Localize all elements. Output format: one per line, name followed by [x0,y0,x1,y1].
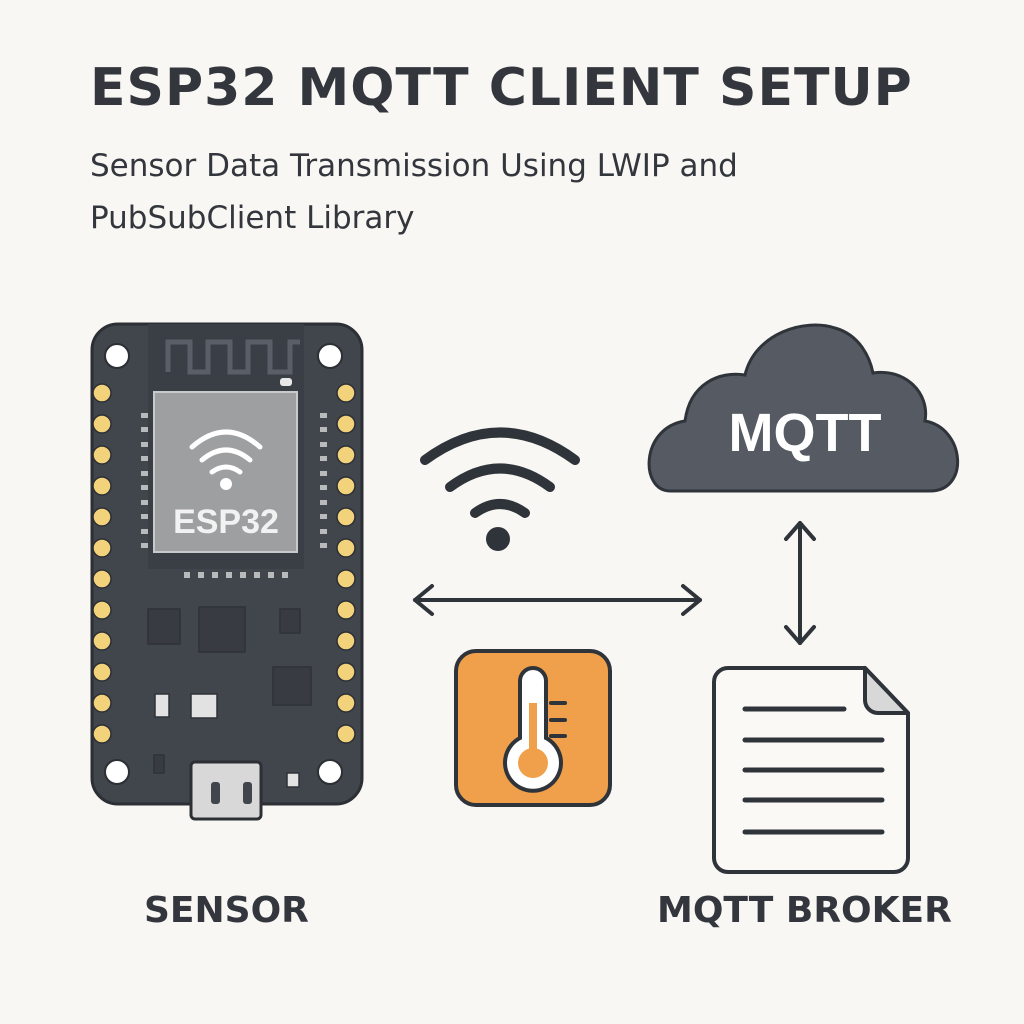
mqtt-cloud: MQTT [647,323,959,493]
wifi-icon [420,427,580,551]
page-subtitle: Sensor Data Transmission Using LWIP and … [90,148,738,236]
sensor-caption: SENSOR [144,890,309,931]
broker-caption: MQTT BROKER [657,890,952,931]
double-arrow-vertical [784,521,816,645]
double-arrow-horizontal [413,584,702,616]
thermometer-icon [454,649,612,807]
esp32-board: ESP32 [90,322,364,821]
page-title: ESP32 MQTT CLIENT SETUP [90,58,913,118]
usb-port [189,760,263,821]
cloud-label: MQTT [729,403,882,463]
wifi-icon [189,429,263,475]
chip-label: ESP32 [173,503,279,541]
document-icon [712,666,910,874]
